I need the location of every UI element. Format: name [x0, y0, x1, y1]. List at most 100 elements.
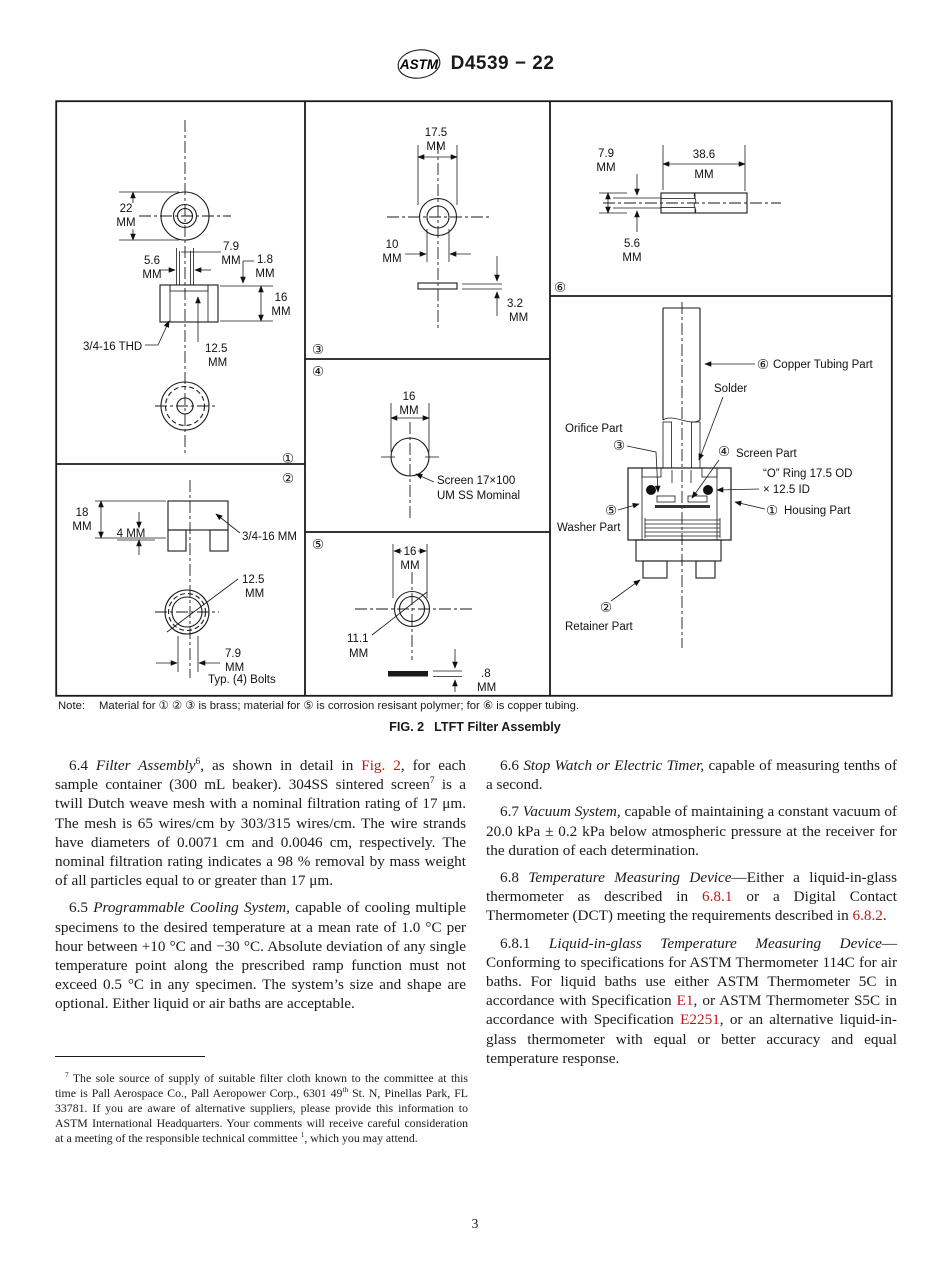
dim-value: 4 MM: [117, 528, 146, 540]
part-marker-1: ①: [282, 451, 294, 466]
thread-label: 3/4-16 THD: [83, 341, 142, 353]
right-column: 6.6 Stop Watch or Electric Timer, capabl…: [486, 756, 897, 1076]
figure-note-label: Note:: [58, 700, 86, 712]
section-text: , or ASTM Thermometer S5C in accordance …: [486, 992, 897, 1029]
section-text: Conforming to specifications for ASTM Th…: [486, 953, 897, 1010]
panel-housing-detail: 22 MM 5.6 MM 7.9 MM 1.8 MM 12.5 MM: [83, 120, 294, 466]
footnote-number: 7: [65, 1070, 69, 1080]
section-title: Filter Assembly: [95, 757, 196, 774]
footnote-block: 7 The sole source of supply of suitable …: [55, 1056, 468, 1146]
dim-value: 22: [120, 203, 133, 215]
footnote-ref-1: 1: [300, 1130, 305, 1140]
left-column: 6.4 Filter Assembly6, as shown in detail…: [55, 756, 466, 1076]
section-title: Temperature Measuring Device: [528, 869, 732, 887]
section-title: Vacuum System,: [522, 803, 621, 821]
dim-unit: MM: [225, 662, 244, 674]
section-6-8: 6.8 Temperature Measuring Device—Either …: [486, 868, 897, 926]
callout-washer: Washer Part: [557, 522, 621, 534]
dim-unit: MM: [271, 306, 290, 318]
dim-value: 7.9: [223, 241, 239, 253]
callout-orifice: Orifice Part: [565, 423, 623, 435]
dim-unit: MM: [399, 405, 418, 417]
section-title: Programmable Cooling System,: [93, 899, 290, 917]
dim-value: 7.9: [225, 648, 241, 660]
screen-label-line2: UM SS Mominal: [437, 490, 520, 502]
footnote-text: St. N, Pinellas Park, FL 33781. If you a…: [55, 1086, 468, 1146]
callout-oring-line2: × 12.5 ID: [763, 484, 810, 496]
bolts-label: Typ. (4) Bolts: [208, 674, 276, 686]
link-fig-2[interactable]: Fig. 2: [361, 757, 401, 774]
page-header: ASTM D4539 − 22: [0, 46, 950, 82]
callout-marker-5: ⑤: [605, 503, 617, 518]
dim-value: 18: [76, 507, 89, 519]
callout-retainer: Retainer Part: [565, 621, 634, 633]
figure-2: 22 MM 5.6 MM 7.9 MM 1.8 MM 12.5 MM: [55, 100, 893, 702]
part-marker-4: ④: [312, 364, 324, 379]
part-marker-3: ③: [312, 342, 324, 357]
dim-value: 3.2: [507, 298, 523, 310]
part-marker-2: ②: [282, 471, 294, 486]
figure-caption-title: LTFT Filter Assembly: [434, 720, 561, 734]
screen-label-line1: Screen 17×100: [437, 475, 515, 487]
dim-unit: MM: [116, 217, 135, 229]
callout-housing: Housing Part: [784, 505, 851, 517]
footnote-ref-6: 6: [195, 756, 201, 767]
section-number: 6.4: [69, 757, 96, 774]
section-text: Either a liquid-in-glass thermometer as …: [486, 869, 898, 906]
dim-unit: MM: [509, 312, 528, 324]
link-e2251[interactable]: E2251: [680, 1011, 720, 1029]
panel-retainer-detail: 18 MM 4 MM 3/4-16 MM 12.5 MM 7.9 MM Typ.…: [72, 471, 297, 686]
panel-assembly: ⑥ Copper Tubing Part Solder Orifice Part…: [557, 302, 874, 648]
section-number: 6.5: [69, 899, 94, 917]
link-6-8-2[interactable]: 6.8.2: [852, 907, 883, 925]
section-6-6: 6.6 Stop Watch or Electric Timer, capabl…: [486, 756, 897, 794]
dim-unit: MM: [255, 268, 274, 280]
footnote-ref-7: 7: [429, 776, 435, 787]
part-marker-5: ⑤: [312, 537, 324, 552]
section-6-4: 6.4 Filter Assembly6, as shown in detail…: [55, 756, 466, 890]
section-title: Liquid-in-glass Temperature Measuring De…: [548, 934, 882, 952]
link-e1[interactable]: E1: [676, 992, 694, 1010]
dim-unit: MM: [477, 682, 496, 694]
figure-note-text: Material for ① ② ③ is brass; material fo…: [99, 700, 580, 712]
dim-value: 38.6: [693, 149, 715, 161]
dim-value: .8: [481, 668, 491, 680]
dim-value: 5.6: [624, 238, 640, 250]
footnote-rule: [55, 1056, 205, 1057]
dim-value: 7.9: [598, 148, 614, 160]
figure-caption: FIG. 2 LTFT Filter Assembly: [0, 720, 950, 734]
section-title: Stop Watch or Electric Timer,: [523, 757, 705, 774]
dim-value: 11.1: [347, 633, 369, 645]
dim-value: 16: [275, 292, 288, 304]
dim-value: 1.8: [257, 254, 273, 266]
figure-caption-number: FIG. 2: [389, 720, 425, 734]
section-6-7: 6.7 Vacuum System, capable of maintainin…: [486, 802, 897, 860]
panel-screen-detail: ④ 16 MM Screen 17×100 UM SS Mominal: [312, 364, 520, 520]
dim-value: 16: [404, 546, 417, 558]
body-columns: 6.4 Filter Assembly6, as shown in detail…: [55, 756, 897, 1076]
figure-note: Note: Material for ① ② ③ is brass; materi…: [58, 699, 898, 712]
dim-value: 10: [386, 239, 399, 251]
callout-solder: Solder: [714, 383, 747, 395]
dim-unit: MM: [694, 169, 713, 181]
document-code: D4539 − 22: [450, 53, 555, 74]
dim-value: 17.5: [425, 127, 447, 139]
callout-screen: Screen Part: [736, 448, 798, 460]
panel-copper-tubing-detail: ⑥ 7.9 MM 38.6 MM 5.6 MM: [554, 145, 781, 295]
section-text: .: [882, 907, 887, 925]
footnote-text: , which you may attend.: [304, 1131, 418, 1146]
callout-marker-4: ④: [718, 444, 730, 459]
section-6-8-1: 6.8.1 Liquid-in-glass Temperature Measur…: [486, 934, 897, 1068]
astm-logo-text: ASTM: [398, 57, 438, 72]
figure-panel-borders: [55, 100, 893, 697]
ltft-filter-assembly-drawing: 22 MM 5.6 MM 7.9 MM 1.8 MM 12.5 MM: [55, 100, 893, 697]
callout-marker-1: ①: [766, 503, 778, 518]
section-text: , or an alternative liquid-in-glass ther…: [486, 1011, 897, 1067]
callout-marker-3: ③: [613, 438, 625, 453]
section-number: 6.8.1: [500, 934, 549, 952]
dim-value: 12.5: [205, 343, 227, 355]
link-6-8-1[interactable]: 6.8.1: [702, 888, 733, 906]
panel-washer-detail: ⑤ 16 MM 11.1 MM .8 MM: [312, 537, 496, 694]
dim-unit: MM: [400, 560, 419, 572]
